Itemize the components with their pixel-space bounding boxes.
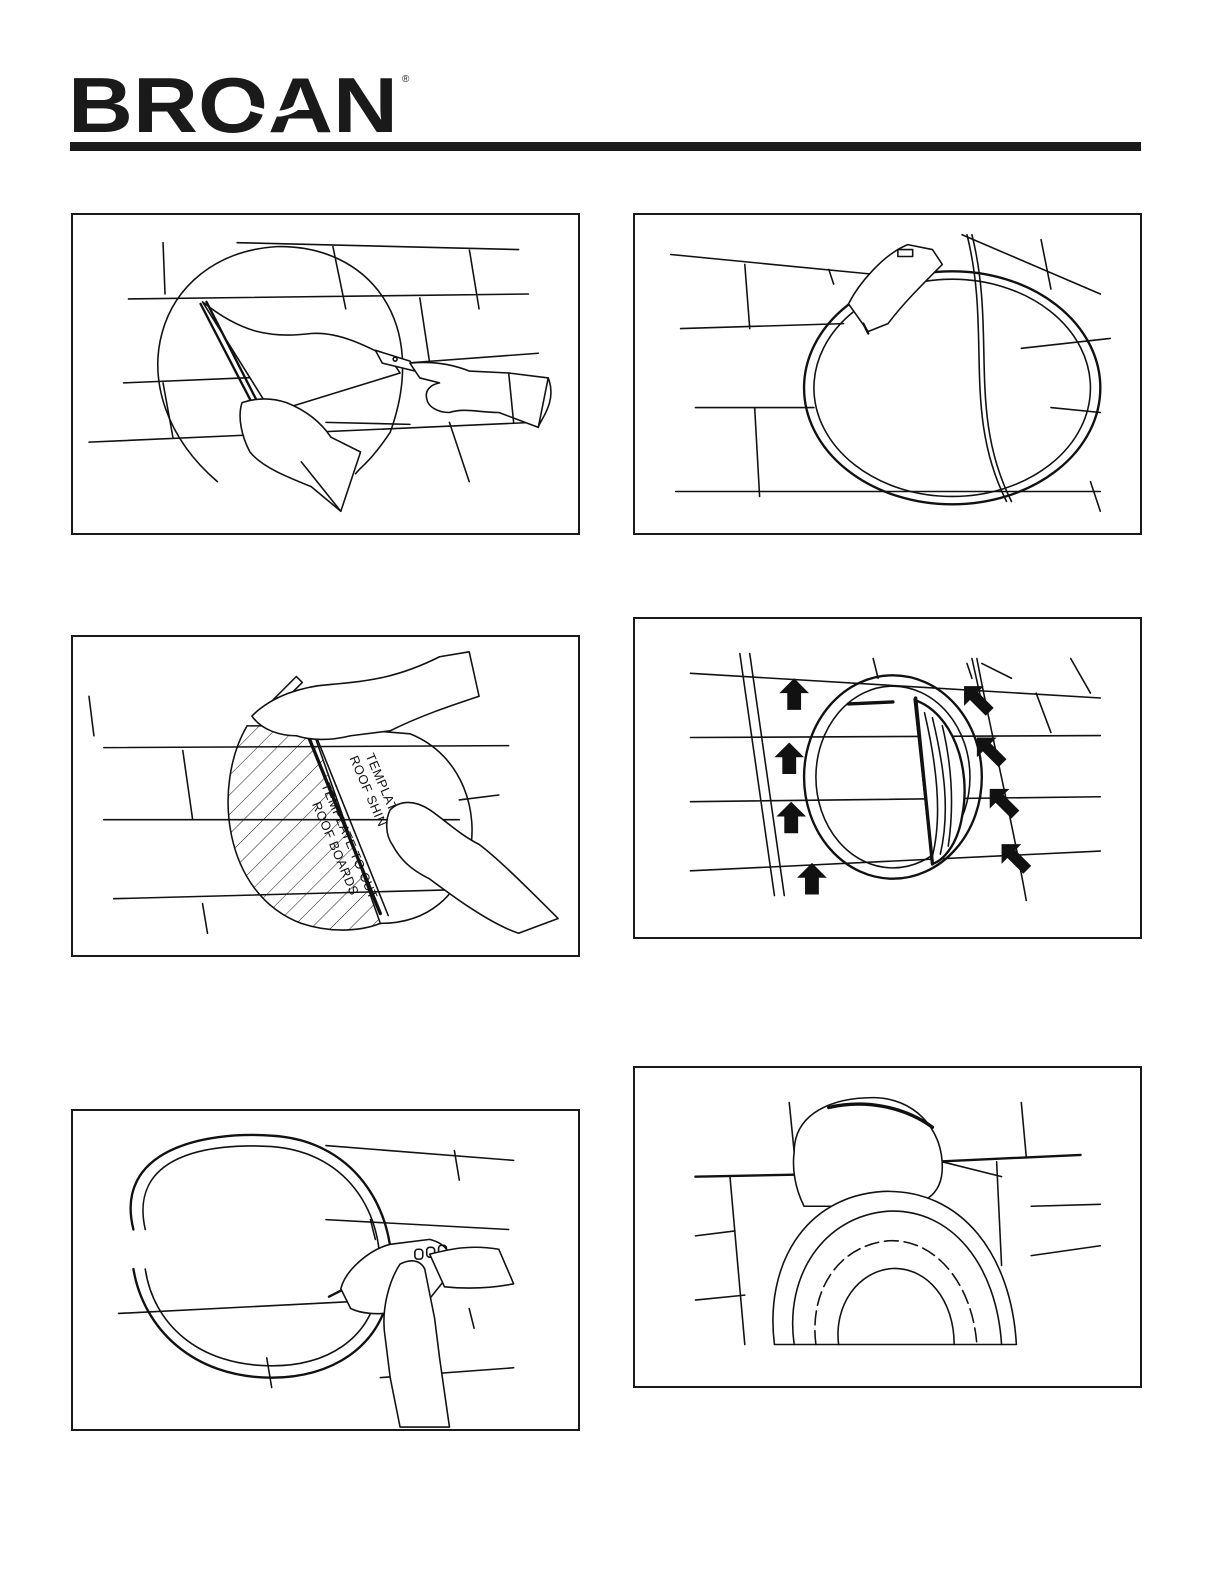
broan-logo: BROAN ® — [68, 70, 413, 136]
hand-left — [240, 399, 360, 511]
roof-shingles — [690, 654, 1100, 901]
template-sheet — [203, 302, 401, 413]
figure-4-panel — [633, 617, 1142, 939]
vent-ring — [131, 1135, 392, 1378]
hand-upper — [252, 652, 479, 740]
hands — [384, 1247, 514, 1427]
figure-3-panel: TEMPLATE TO CUT ROOF BOARDS TEMPLATE TO … — [71, 635, 580, 957]
up-arrow-icons — [774, 678, 826, 894]
registered-mark: ® — [402, 74, 410, 85]
figure-2-illustration — [635, 215, 1140, 533]
figure-4-illustration — [635, 619, 1140, 937]
figure-2-panel — [633, 213, 1142, 535]
figure-6-illustration — [635, 1068, 1140, 1386]
figure-5-illustration — [73, 1111, 578, 1429]
vent-cap-top — [793, 1098, 942, 1207]
jigsaw-icon — [848, 245, 942, 334]
figure-1-panel — [71, 213, 580, 535]
figure-3-illustration: TEMPLATE TO CUT ROOF BOARDS TEMPLATE TO … — [73, 637, 578, 955]
vent-ring — [804, 271, 1100, 504]
vent-cap-front — [773, 1191, 1016, 1344]
figure-1-illustration — [73, 215, 578, 533]
figure-6-panel — [633, 1066, 1142, 1388]
hand-right — [410, 362, 551, 427]
diagonal-arrow-icons — [964, 686, 1031, 874]
vent-hood — [804, 675, 982, 878]
header-rule — [70, 142, 1141, 151]
figure-5-panel — [71, 1109, 580, 1431]
